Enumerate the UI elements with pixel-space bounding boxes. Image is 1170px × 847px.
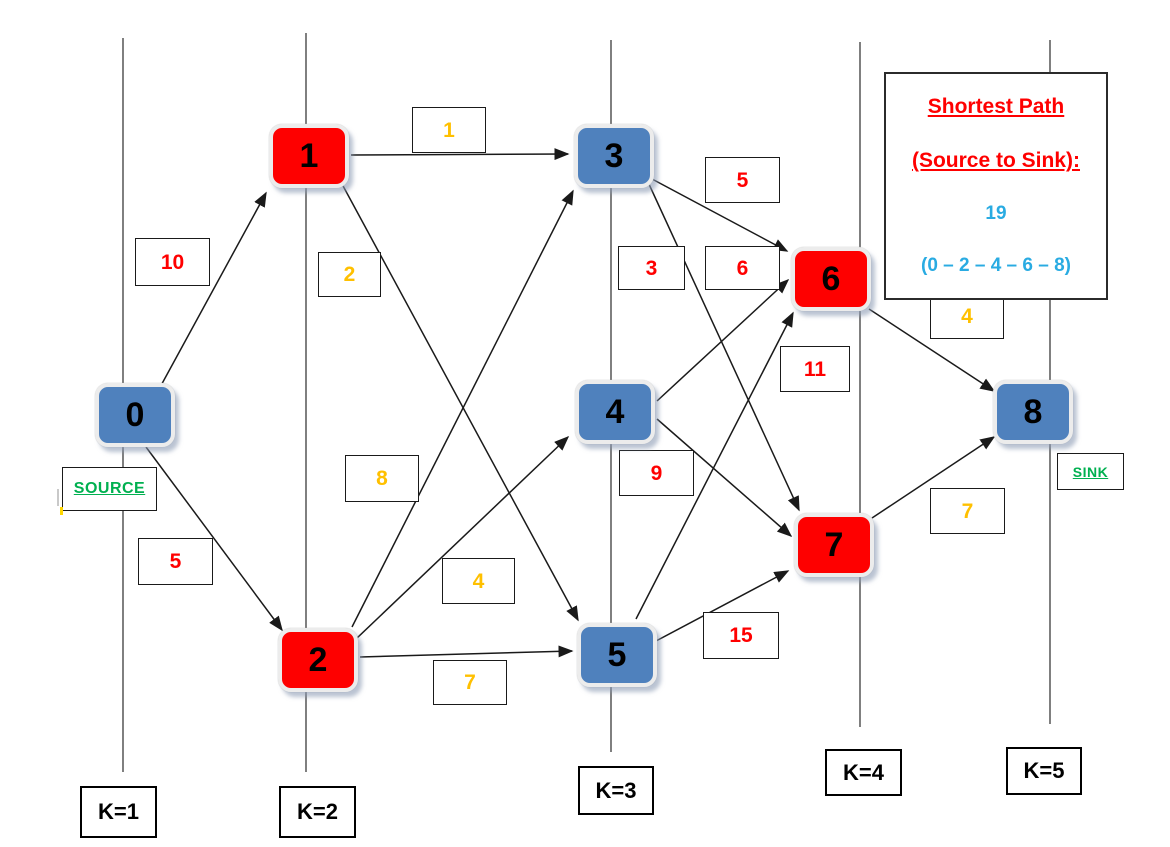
stray-gray-mark (57, 489, 59, 506)
edge-1-5 (341, 183, 579, 622)
edge-3-7 (647, 181, 800, 512)
edge-weight-7-8: 7 (930, 488, 1005, 534)
edge-weight-0-2: 5 (138, 538, 213, 585)
graph-node-7: 7 (794, 513, 874, 577)
graph-node-3: 3 (574, 124, 654, 188)
edge-weight-2-4: 4 (442, 558, 515, 604)
edge-2-5 (359, 645, 574, 658)
stage-label-k5: K=5 (1006, 747, 1082, 795)
graph-node-5: 5 (577, 623, 657, 687)
source-label: SOURCE (62, 467, 157, 511)
graph-node-4: 4 (575, 380, 655, 444)
graph-node-8-sink: 8 (993, 380, 1073, 444)
edge-weight-3-7: 3 (618, 246, 685, 290)
edge-7-8 (871, 436, 996, 519)
edge-1-3 (350, 148, 570, 161)
graph-node-0-source: 0 (95, 383, 175, 447)
edge-weight-1-3: 1 (412, 107, 486, 153)
stray-yellow-tick (60, 507, 63, 515)
sink-label: SINK (1057, 453, 1124, 490)
stage-label-k2: K=2 (279, 786, 356, 838)
edge-weight-4-7: 9 (619, 450, 694, 496)
graph-node-1: 1 (269, 124, 349, 188)
stage-label-k3: K=3 (578, 766, 654, 815)
edge-weight-3-6: 5 (705, 157, 780, 203)
edge-weight-1-5: 2 (318, 252, 381, 297)
graph-node-6: 6 (791, 247, 871, 311)
edge-4-7 (656, 418, 793, 537)
edge-3-6 (651, 178, 789, 252)
edge-weight-4-6: 6 (705, 246, 780, 290)
edge-5-7 (655, 570, 790, 642)
edge-0-2 (145, 446, 283, 632)
edge-6-8 (868, 308, 996, 392)
edge-weight-5-6: 11 (780, 346, 850, 392)
graph-node-2: 2 (278, 628, 358, 692)
edge-lines-layer (145, 148, 996, 658)
edge-2-3 (351, 189, 574, 628)
info-path-sequence: (0 – 2 – 4 – 6 – 8) (921, 255, 1071, 276)
edge-4-6 (656, 278, 790, 402)
edge-weight-0-1: 10 (135, 238, 210, 286)
edge-weight-6-8: 4 (930, 293, 1004, 339)
edge-5-6 (635, 311, 794, 620)
stage-label-k4: K=4 (825, 749, 902, 796)
info-title-line1: Shortest Path (927, 95, 1065, 118)
edge-2-4 (355, 435, 570, 640)
edge-weight-5-7: 15 (703, 612, 779, 659)
stage-label-k1: K=1 (80, 786, 157, 838)
edge-0-1 (157, 191, 267, 392)
edge-weight-2-3: 8 (345, 455, 419, 502)
edge-weight-2-5: 7 (433, 660, 507, 705)
info-cost-value: 19 (985, 203, 1007, 224)
shortest-path-info-box: Shortest Path (Source to Sink): 19 (0 – … (884, 72, 1108, 300)
info-title-line2: (Source to Sink): (911, 149, 1080, 172)
